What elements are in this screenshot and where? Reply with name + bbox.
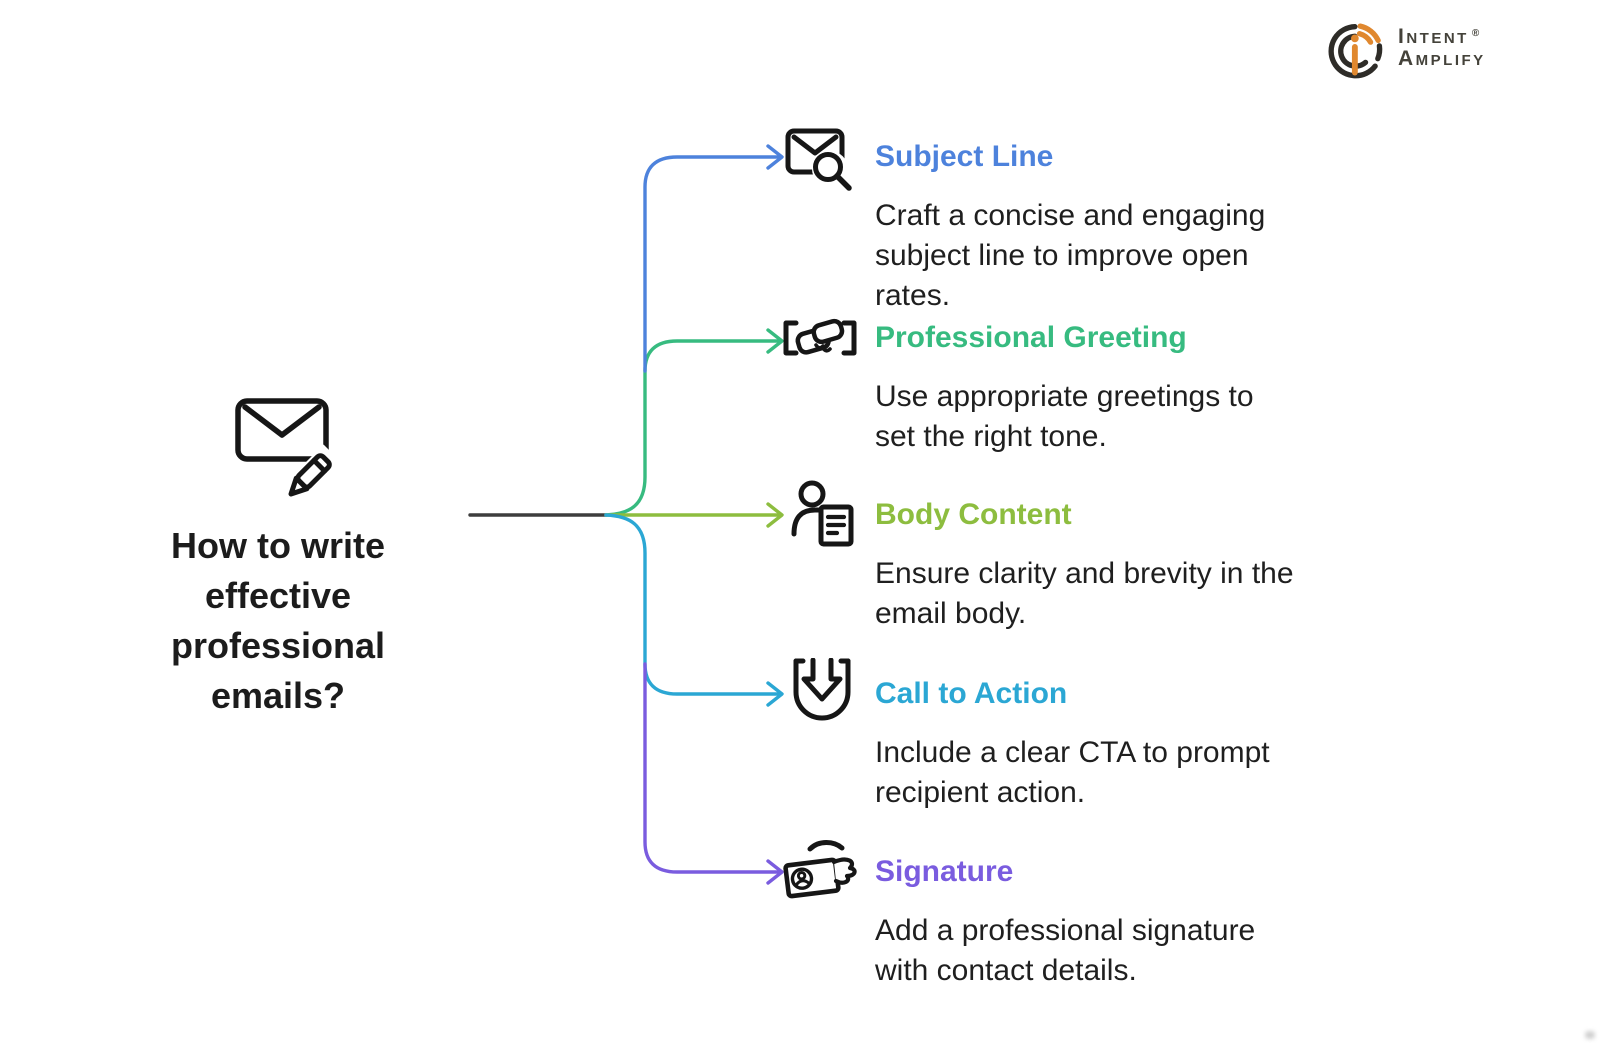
intent-amplify-logo: Intent ® Amplify <box>1326 16 1486 80</box>
branch-description: Ensure clarity and brevity in the email … <box>875 557 1294 630</box>
branch-subject-line: Subject Line Craft a concise and engagin… <box>875 137 1355 316</box>
screen-artifact <box>1585 1031 1595 1039</box>
intent-amplify-logo-text: Intent ® Amplify <box>1398 26 1486 70</box>
handshake-icon <box>782 312 858 364</box>
branch-call-to-action: Call to Action Include a clear CTA to pr… <box>875 674 1355 813</box>
branch-title: Body Content <box>875 498 1072 531</box>
branch-description: Craft a concise and engaging subject lin… <box>875 199 1266 312</box>
branch-professional-greeting: Professional Greeting Use appropriate gr… <box>875 318 1355 457</box>
mail-search-icon <box>784 122 858 194</box>
arrow-icon <box>766 502 784 528</box>
branch-line-subject-line <box>643 155 781 373</box>
intent-amplify-logo-icon <box>1326 16 1388 80</box>
branch-line-call-to-action <box>604 513 781 696</box>
mail-edit-icon <box>233 392 337 508</box>
branch-title: Signature <box>875 855 1014 888</box>
logo-word-amplify: Amplify <box>1398 47 1486 70</box>
branch-body-content: Body Content Ensure clarity and brevity … <box>875 495 1355 634</box>
branch-line-signature <box>643 662 781 874</box>
branch-title: Professional Greeting <box>875 321 1187 354</box>
arrow-icon <box>766 681 784 707</box>
branch-description: Include a clear CTA to prompt recipient … <box>875 736 1270 809</box>
person-document-icon <box>788 480 856 548</box>
registered-trademark-icon: ® <box>1471 28 1480 39</box>
logo-word-intent: Intent <box>1398 25 1469 48</box>
branch-description: Add a professional signature with contac… <box>875 914 1256 987</box>
branch-signature: Signature Add a professional signature w… <box>875 852 1355 991</box>
arrow-icon <box>766 328 784 354</box>
branch-description: Use appropriate greetings to set the rig… <box>875 380 1254 453</box>
arrow-icon <box>766 144 784 170</box>
id-card-hand-icon <box>778 838 862 904</box>
arrow-icon <box>766 859 784 885</box>
arrow-shield-icon <box>790 658 854 726</box>
branch-line-professional-greeting <box>604 339 781 517</box>
branch-title: Call to Action <box>875 677 1068 710</box>
main-question-title: How to write effective professional emai… <box>170 525 386 716</box>
branch-title: Subject Line <box>875 140 1054 173</box>
